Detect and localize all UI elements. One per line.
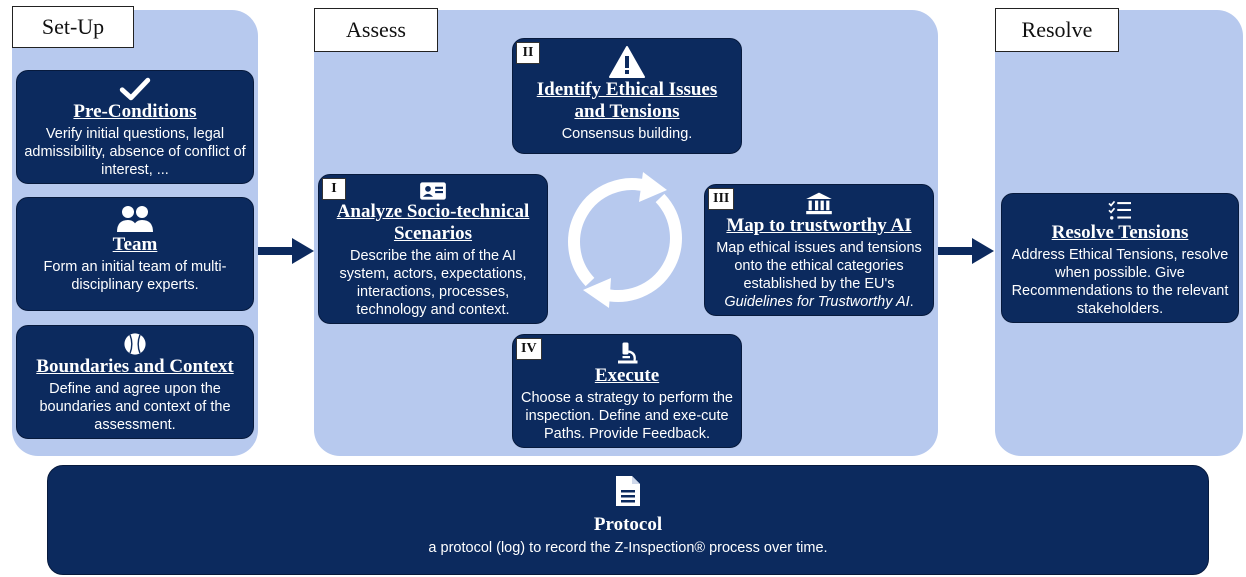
map-desc-italic: Guidelines for Trustworthy AI [724, 294, 910, 310]
analyze-box: I Analyze Socio-technical Scenarios Desc… [318, 174, 548, 324]
resolve-title: Resolve Tensions [1051, 222, 1189, 243]
preconditions-box: Pre-Conditions Verify initial questions,… [16, 70, 254, 184]
checkmark-icon [119, 77, 151, 101]
boundaries-title: Boundaries and Context [36, 356, 234, 377]
document-icon [616, 476, 640, 506]
phase-label-setup: Set-Up [12, 6, 134, 48]
baseball-icon [124, 333, 146, 355]
boundaries-box: Boundaries and Context Define and agree … [16, 325, 254, 439]
preconditions-title: Pre-Conditions [73, 101, 197, 122]
protocol-title: Protocol [593, 514, 663, 535]
execute-title: Execute [594, 365, 660, 386]
warning-icon [609, 46, 645, 78]
step-number-iii: III [708, 188, 735, 210]
arrow-assess-to-resolve [938, 238, 994, 264]
execute-desc: Choose a strategy to perform the inspect… [521, 390, 733, 442]
identify-desc: Consensus building. [561, 126, 693, 142]
analyze-title: Analyze Socio-technical Scenarios [336, 201, 530, 244]
arrow-setup-to-assess [258, 238, 314, 264]
cycle-arrows-icon [568, 172, 682, 308]
task-list-icon [1108, 200, 1131, 220]
map-title: Map to trustworthy AI [726, 215, 912, 236]
microscope-icon [618, 342, 638, 364]
map-desc: Map ethical issues and tensions onto the… [711, 239, 927, 311]
landmark-icon [806, 192, 832, 215]
identify-title: Identify Ethical Issues and Tensions [536, 79, 718, 122]
id-card-icon [420, 182, 446, 200]
resolve-box: Resolve Tensions Address Ethical Tension… [1001, 193, 1239, 323]
analyze-desc: Describe the aim of the AI system, actor… [339, 248, 527, 318]
team-box: Team Form an initial team of multi-disci… [16, 197, 254, 311]
protocol-desc: a protocol (log) to record the Z-Inspect… [428, 540, 828, 556]
resolve-desc: Address Ethical Tensions, resolve when p… [1011, 247, 1229, 317]
step-number-iv: IV [516, 338, 542, 360]
step-number-ii: II [516, 42, 540, 64]
phase-label-resolve: Resolve [995, 8, 1119, 52]
step-number-i: I [322, 178, 346, 200]
protocol-box: Protocol a protocol (log) to record the … [47, 465, 1209, 575]
phase-label-assess: Assess [314, 8, 438, 52]
map-desc-end: . [909, 294, 914, 310]
preconditions-desc: Verify initial questions, legal admissib… [24, 126, 246, 178]
users-icon [117, 206, 153, 232]
boundaries-desc: Define and agree upon the boundaries and… [39, 381, 231, 433]
execute-box: IV Execute Choose a strategy to perform … [512, 334, 742, 448]
identify-box: II Identify Ethical Issues and Tensions … [512, 38, 742, 154]
team-title: Team [112, 234, 158, 255]
map-box: III Map to trustworthy AI Map ethical is… [704, 184, 934, 316]
map-desc-text: Map ethical issues and tensions onto the… [716, 240, 922, 292]
team-desc: Form an initial team of multi-disciplina… [43, 259, 227, 293]
